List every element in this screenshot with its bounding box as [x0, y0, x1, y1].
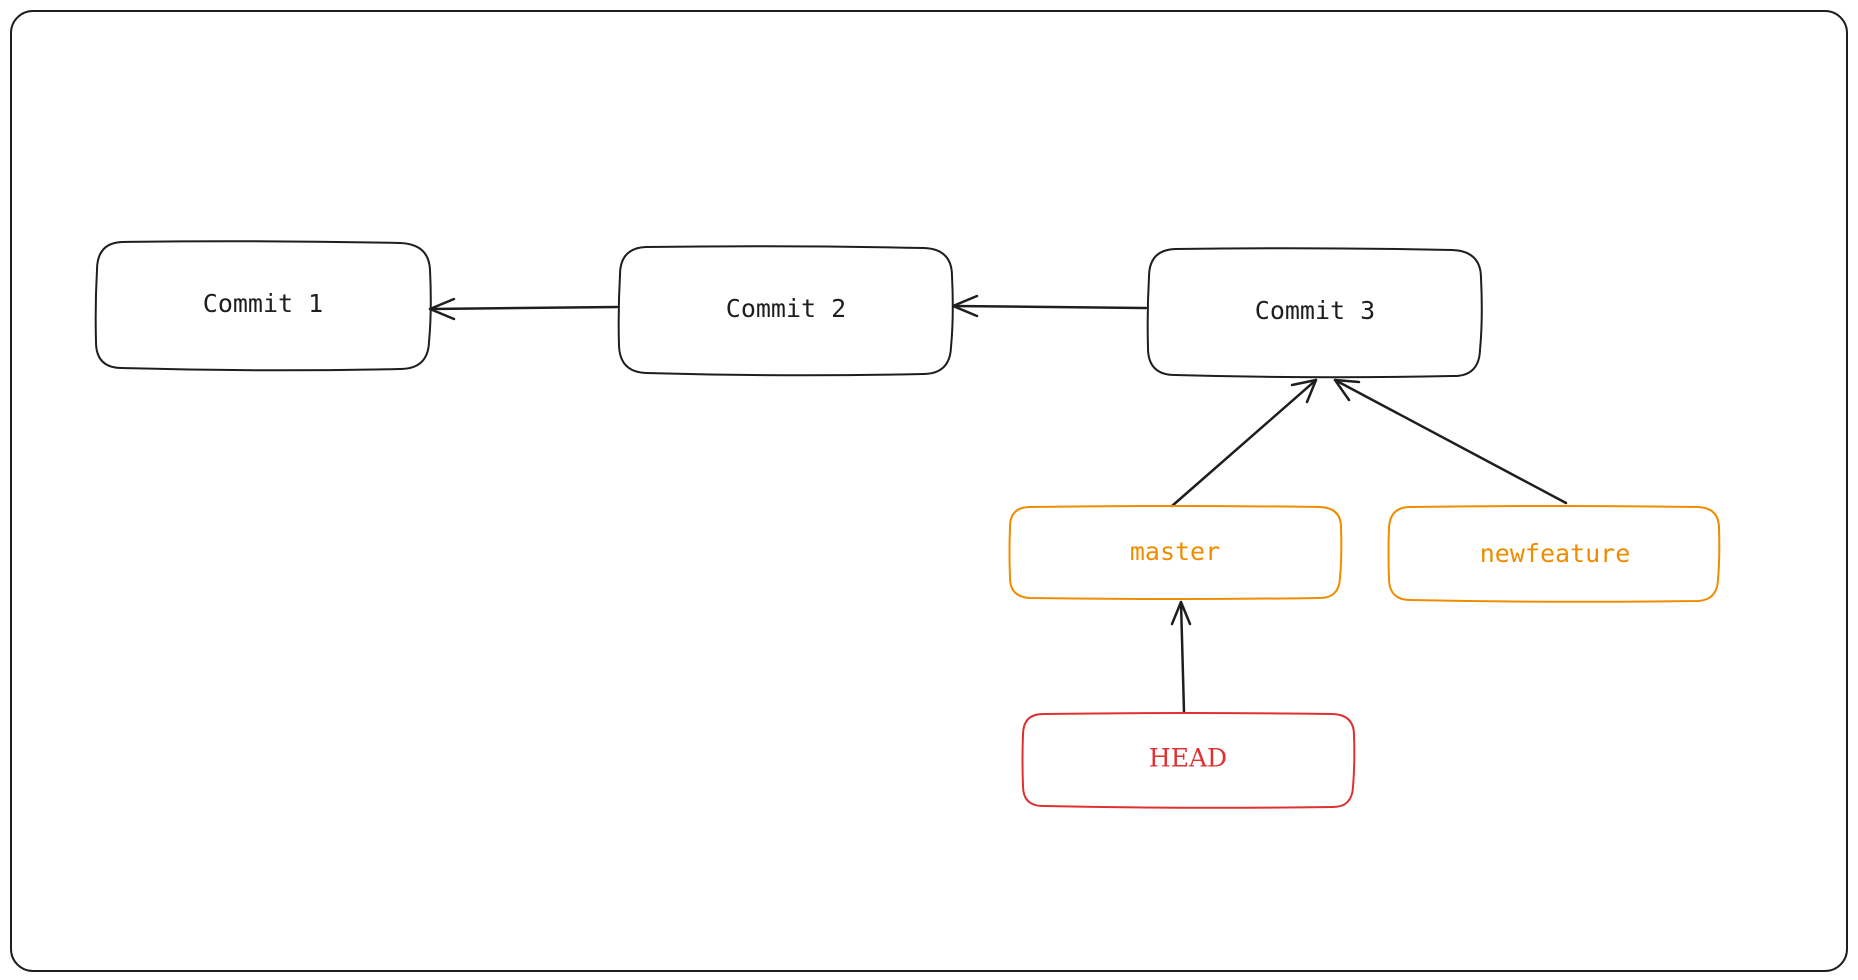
commit-box	[94, 240, 432, 372]
branch-label: master	[1130, 537, 1220, 566]
branch-node-newfeature[interactable]: newfeature	[1387, 505, 1721, 603]
commit-node-2[interactable]: Commit 2	[617, 245, 954, 377]
commit-node-3[interactable]: Commit 3	[1146, 247, 1483, 379]
branch-box	[1387, 505, 1721, 603]
arrow-head-icon	[1333, 378, 1361, 402]
edge-line	[428, 305, 619, 311]
edge-commit2-to-commit1	[428, 297, 619, 321]
edge-line	[951, 304, 1148, 310]
arrow-head-icon	[1170, 600, 1192, 626]
edge-line	[1170, 378, 1318, 508]
branch-label: newfeature	[1480, 539, 1631, 568]
edge-line	[1179, 600, 1186, 714]
head-node[interactable]: HEAD	[1021, 712, 1356, 809]
edge-commit3-to-commit2	[951, 294, 1148, 318]
commit-label: Commit 2	[726, 294, 846, 323]
edge-head-to-master	[1170, 600, 1192, 714]
branch-node-master[interactable]: master	[1008, 505, 1343, 600]
edge-newfeature-to-commit3	[1333, 378, 1568, 505]
branch-box	[1008, 505, 1343, 600]
head-label: HEAD	[1149, 744, 1227, 773]
commit-box	[1146, 247, 1483, 379]
head-box	[1021, 712, 1356, 809]
edge-line	[1333, 378, 1568, 505]
arrow-head-icon	[1290, 378, 1318, 404]
edge-master-to-commit3	[1170, 378, 1318, 508]
edges-layer	[428, 294, 1568, 714]
diagram-frame	[10, 10, 1848, 972]
commit-node-1[interactable]: Commit 1	[94, 240, 432, 372]
commit-box	[617, 245, 954, 377]
commit-label: Commit 3	[1255, 296, 1375, 325]
commit-label: Commit 1	[203, 289, 323, 318]
